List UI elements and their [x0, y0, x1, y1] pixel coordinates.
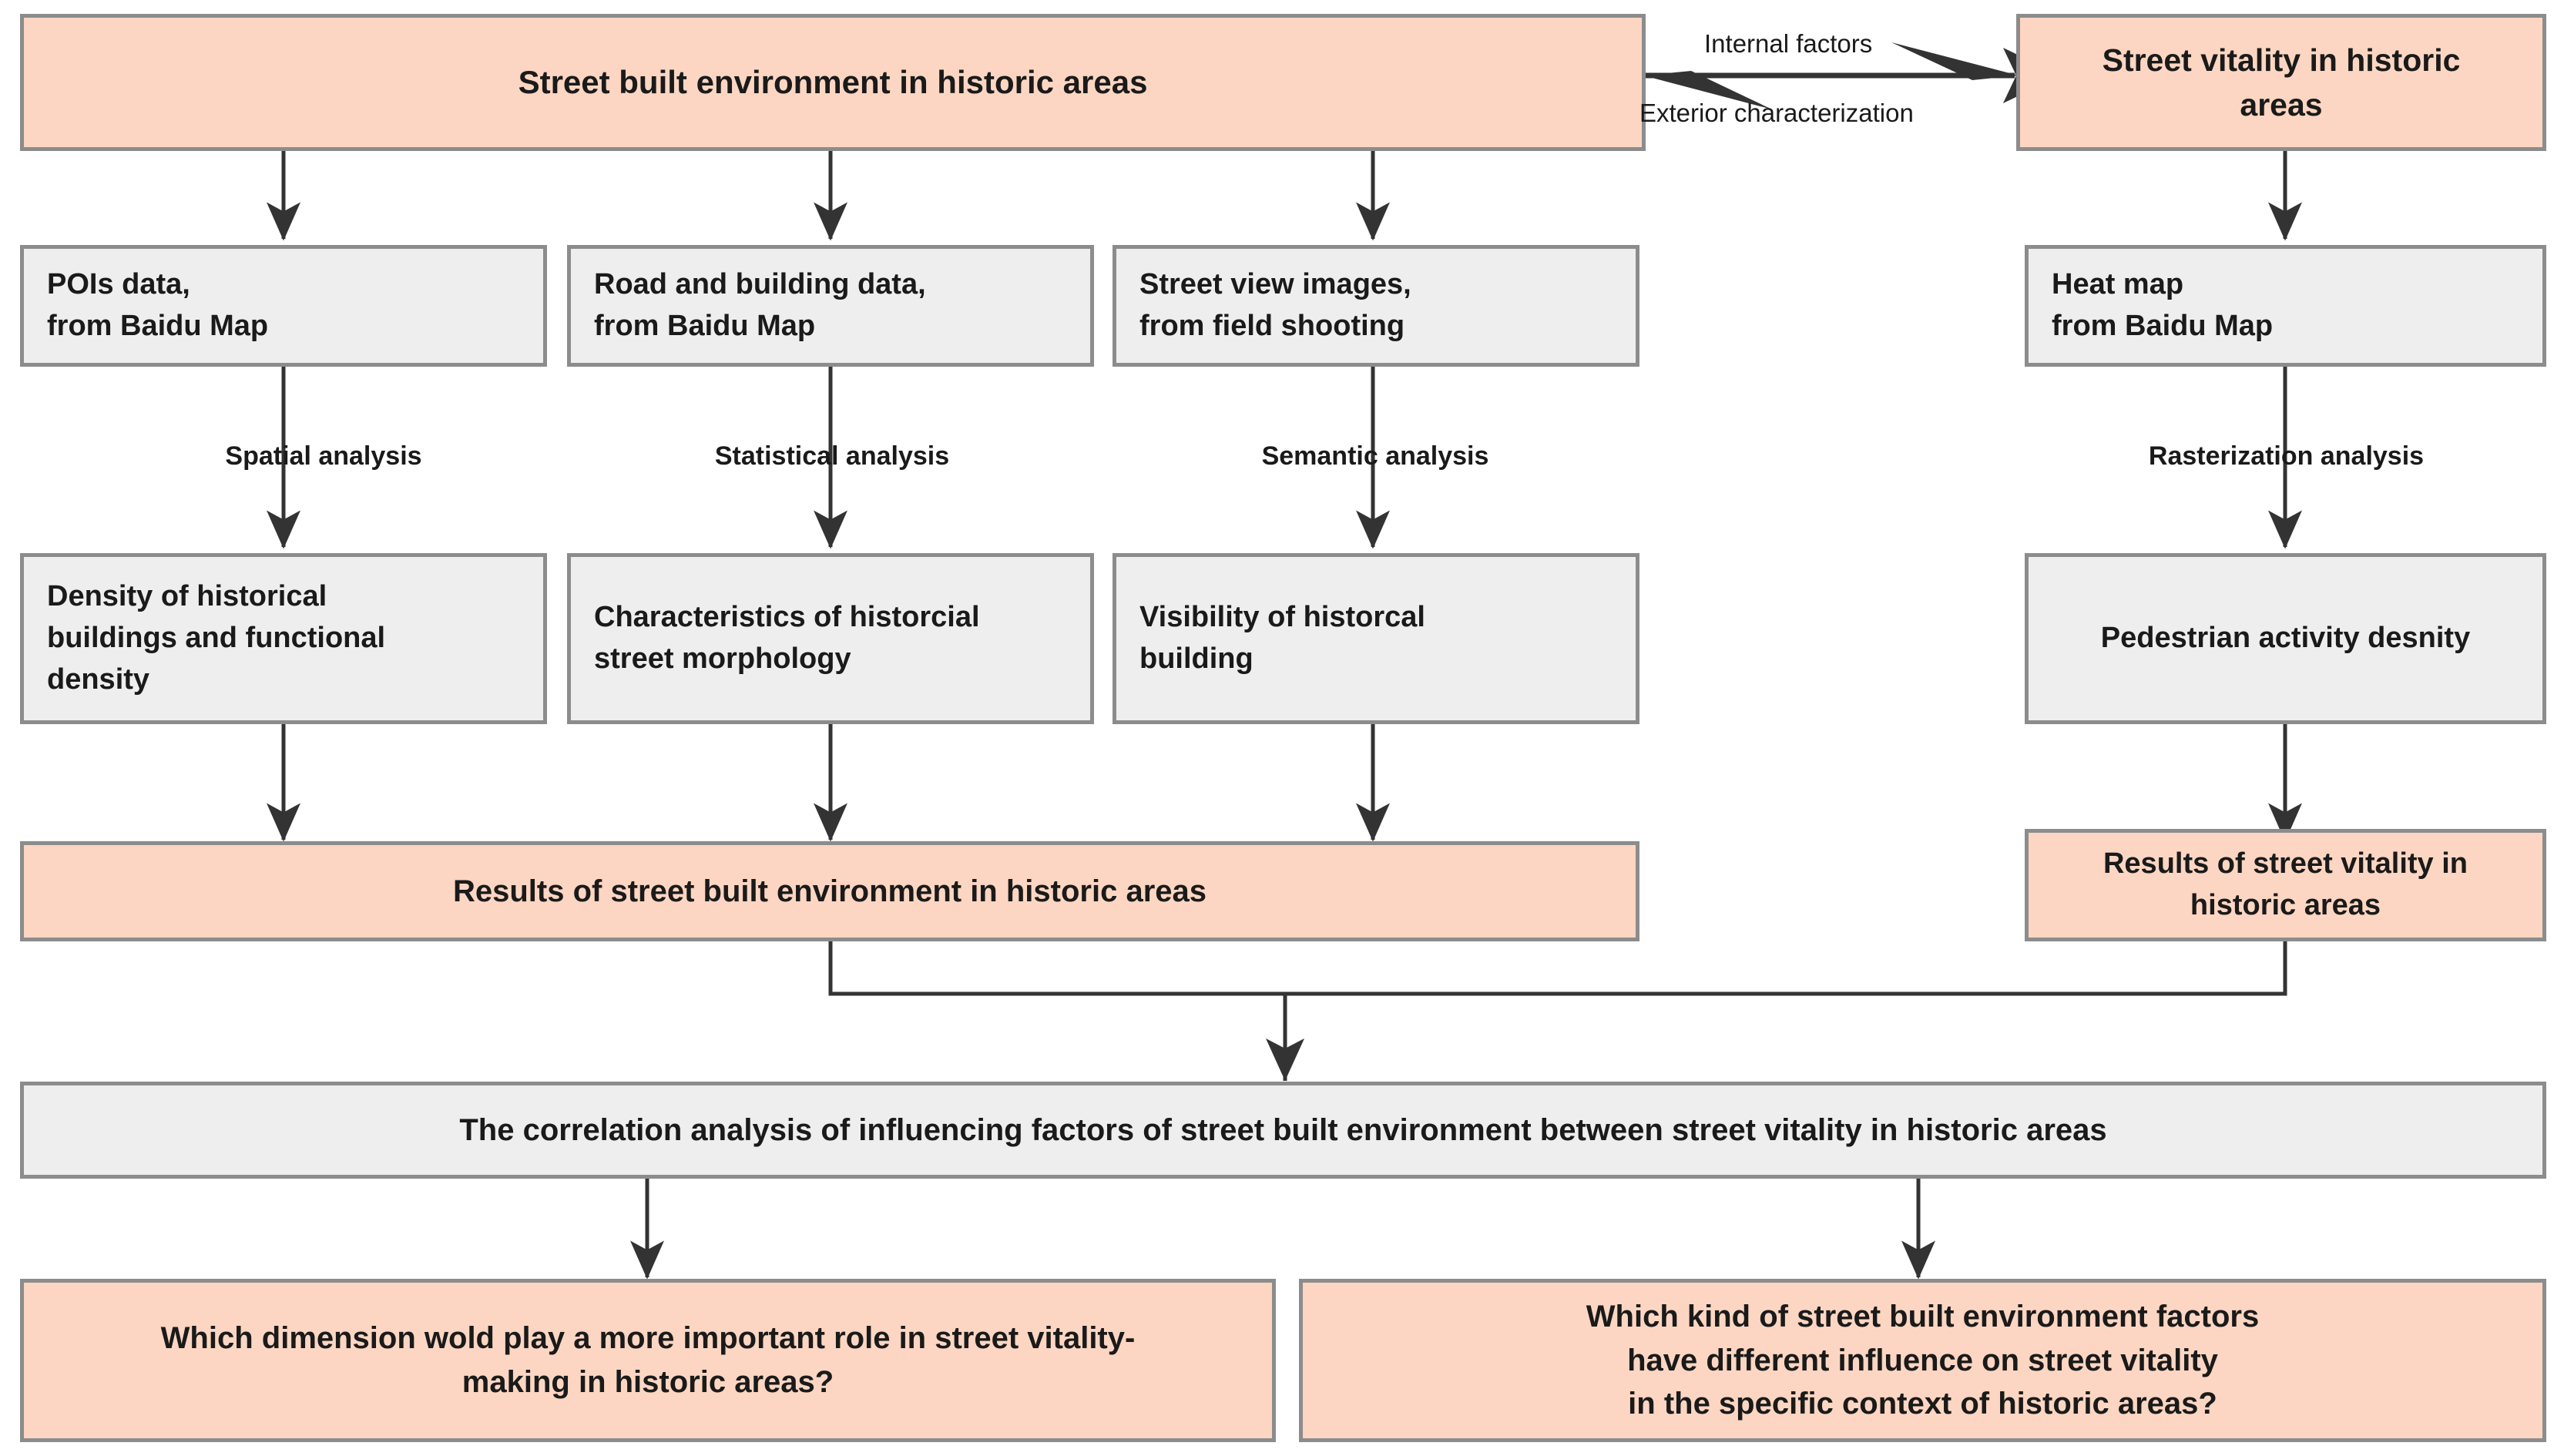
- box-street-built-environment-label: Street built environment in historic are…: [518, 64, 1148, 101]
- box-data-source-road-building-label: Road and building data, from Baidu Map: [594, 268, 926, 342]
- box-indicator-street-morphology[interactable]: Characteristics of historcial street mor…: [567, 553, 1094, 724]
- box-data-source-pois[interactable]: POIs data, from Baidu Map: [20, 245, 547, 367]
- box-data-source-road-building[interactable]: Road and building data, from Baidu Map: [567, 245, 1094, 367]
- merge-connector: [828, 941, 2287, 996]
- box-question-dimension-role[interactable]: Which dimension wold play a more importa…: [20, 1279, 1276, 1442]
- box-question-dimension-role-label: Which dimension wold play a more importa…: [160, 1321, 1136, 1399]
- edge-label-spatial-analysis: Spatial analysis: [225, 441, 422, 471]
- box-indicator-density-label: Density of historical buildings and func…: [47, 580, 386, 696]
- box-indicator-density[interactable]: Density of historical buildings and func…: [20, 553, 547, 724]
- box-indicator-visibility[interactable]: Visibility of historcal building: [1113, 553, 1639, 724]
- box-results-built-environment-label: Results of street built environment in h…: [452, 874, 1206, 908]
- box-data-source-street-view-label: Street view images, from field shooting: [1139, 268, 1411, 342]
- relation-label-internal-factors: Internal factors: [1704, 29, 1873, 58]
- box-indicator-pedestrian-density[interactable]: Pedestrian activity desnity: [2025, 553, 2546, 724]
- box-data-source-heat-map[interactable]: Heat map from Baidu Map: [2025, 245, 2546, 367]
- box-street-vitality[interactable]: Street vitality in historic areas: [2016, 14, 2546, 151]
- box-correlation-analysis[interactable]: The correlation analysis of influencing …: [20, 1082, 2546, 1179]
- relation-label-exterior-characterization: Exterior characterization: [1639, 99, 1914, 127]
- box-question-factor-influence-label: Which kind of street built environment f…: [1586, 1299, 2260, 1421]
- box-results-street-vitality-label: Results of street vitality in historic a…: [2103, 847, 2468, 921]
- box-street-vitality-label: Street vitality in historic areas: [2102, 42, 2461, 122]
- box-indicator-visibility-label: Visibility of historcal building: [1139, 601, 1425, 675]
- box-indicator-street-morphology-label: Characteristics of historcial street mor…: [594, 601, 980, 675]
- box-data-source-pois-label: POIs data, from Baidu Map: [47, 268, 269, 342]
- box-data-source-heat-map-label: Heat map from Baidu Map: [2052, 268, 2274, 342]
- box-correlation-analysis-label: The correlation analysis of influencing …: [459, 1112, 2107, 1147]
- box-data-source-street-view[interactable]: Street view images, from field shooting: [1113, 245, 1639, 367]
- box-street-built-environment[interactable]: Street built environment in historic are…: [20, 14, 1646, 151]
- relation-arrowhead-right-glyph: [1891, 42, 2019, 80]
- box-results-street-vitality[interactable]: Results of street vitality in historic a…: [2025, 829, 2546, 941]
- edge-label-rasterization-analysis: Rasterization analysis: [2148, 441, 2425, 471]
- box-results-built-environment[interactable]: Results of street built environment in h…: [20, 841, 1639, 941]
- edge-label-semantic-analysis: Semantic analysis: [1261, 441, 1489, 471]
- box-question-factor-influence[interactable]: Which kind of street built environment f…: [1299, 1279, 2546, 1442]
- edge-label-statistical-analysis: Statistical analysis: [714, 441, 950, 471]
- box-indicator-pedestrian-density-label: Pedestrian activity desnity: [2100, 622, 2471, 655]
